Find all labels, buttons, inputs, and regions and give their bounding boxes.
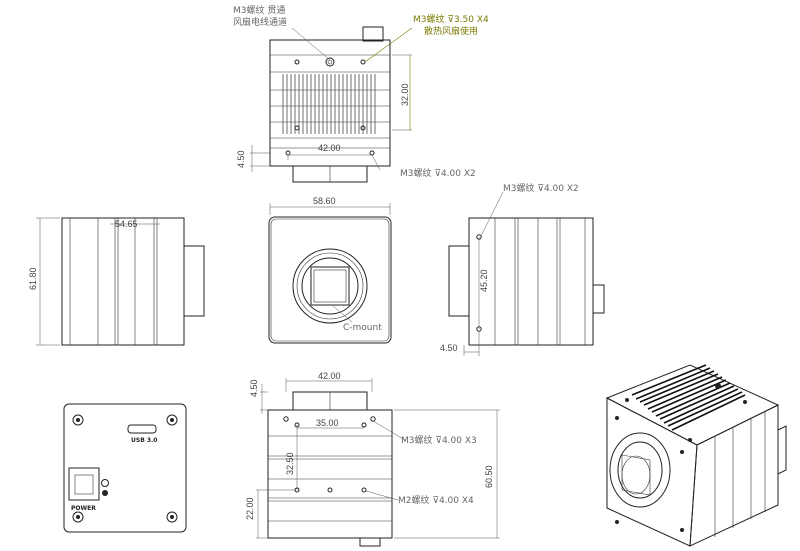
dim-bottom-4-50: 4.50	[249, 379, 259, 397]
dim-bottom-35: 35.00	[316, 418, 339, 428]
dim-right-4-50: 4.50	[440, 343, 458, 353]
back-view: USB 3.0 POWER	[63, 403, 187, 533]
dim-bottom-42: 42.00	[318, 371, 341, 381]
annotation-top-hole-2: 风扇电线通道	[233, 16, 287, 28]
power-label: POWER	[71, 505, 96, 512]
dim-left-61-80: 61.80	[28, 267, 38, 290]
dim-right-45-20: 45.20	[479, 269, 489, 292]
dim-top-4-50: 4.50	[236, 150, 246, 168]
dim-left-54-65: 54.65	[115, 219, 138, 229]
front-view: 58.60 C-mount	[268, 196, 392, 344]
dim-bottom-60-50: 60.50	[484, 465, 494, 488]
dim-top-42: 42.00	[318, 143, 341, 153]
annotation-fan-holes-1: M3螺纹 ⊽3.50 X4	[413, 13, 489, 25]
label-c-mount: C-mount	[343, 323, 382, 333]
annotation-bottom-holes-x4: M2螺纹 ⊽4.00 X4	[398, 494, 474, 506]
annotation-top-hole-1: M3螺纹 贯通	[233, 4, 285, 16]
dim-front-58-60: 58.60	[313, 196, 336, 206]
dim-bottom-22: 22.00	[245, 497, 255, 520]
left-view: 54.65 61.80	[28, 217, 205, 346]
annotation-right-holes: M3螺纹 ⊽4.00 X2	[503, 182, 579, 194]
right-view: 45.20 4.50 M3螺纹 ⊽4.00 X2	[440, 182, 605, 356]
usb-label: USB 3.0	[131, 437, 157, 444]
bottom-view: 42.00 4.50 35.00 32.50 22.00 60.50	[245, 371, 500, 547]
dim-bottom-32-50: 32.50	[285, 452, 295, 475]
annotation-top-bottom-holes: M3螺纹 ⊽4.00 X2	[400, 167, 476, 179]
top-view: 32.00 42.00 4.50	[236, 26, 413, 183]
annotation-bottom-holes-x3: M3螺纹 ⊽4.00 X3	[401, 434, 477, 446]
top-view-fins	[282, 74, 376, 134]
dim-top-32: 32.00	[400, 83, 410, 106]
annotation-fan-holes-2: 散热风扇使用	[424, 25, 478, 37]
isometric-view	[605, 364, 787, 547]
